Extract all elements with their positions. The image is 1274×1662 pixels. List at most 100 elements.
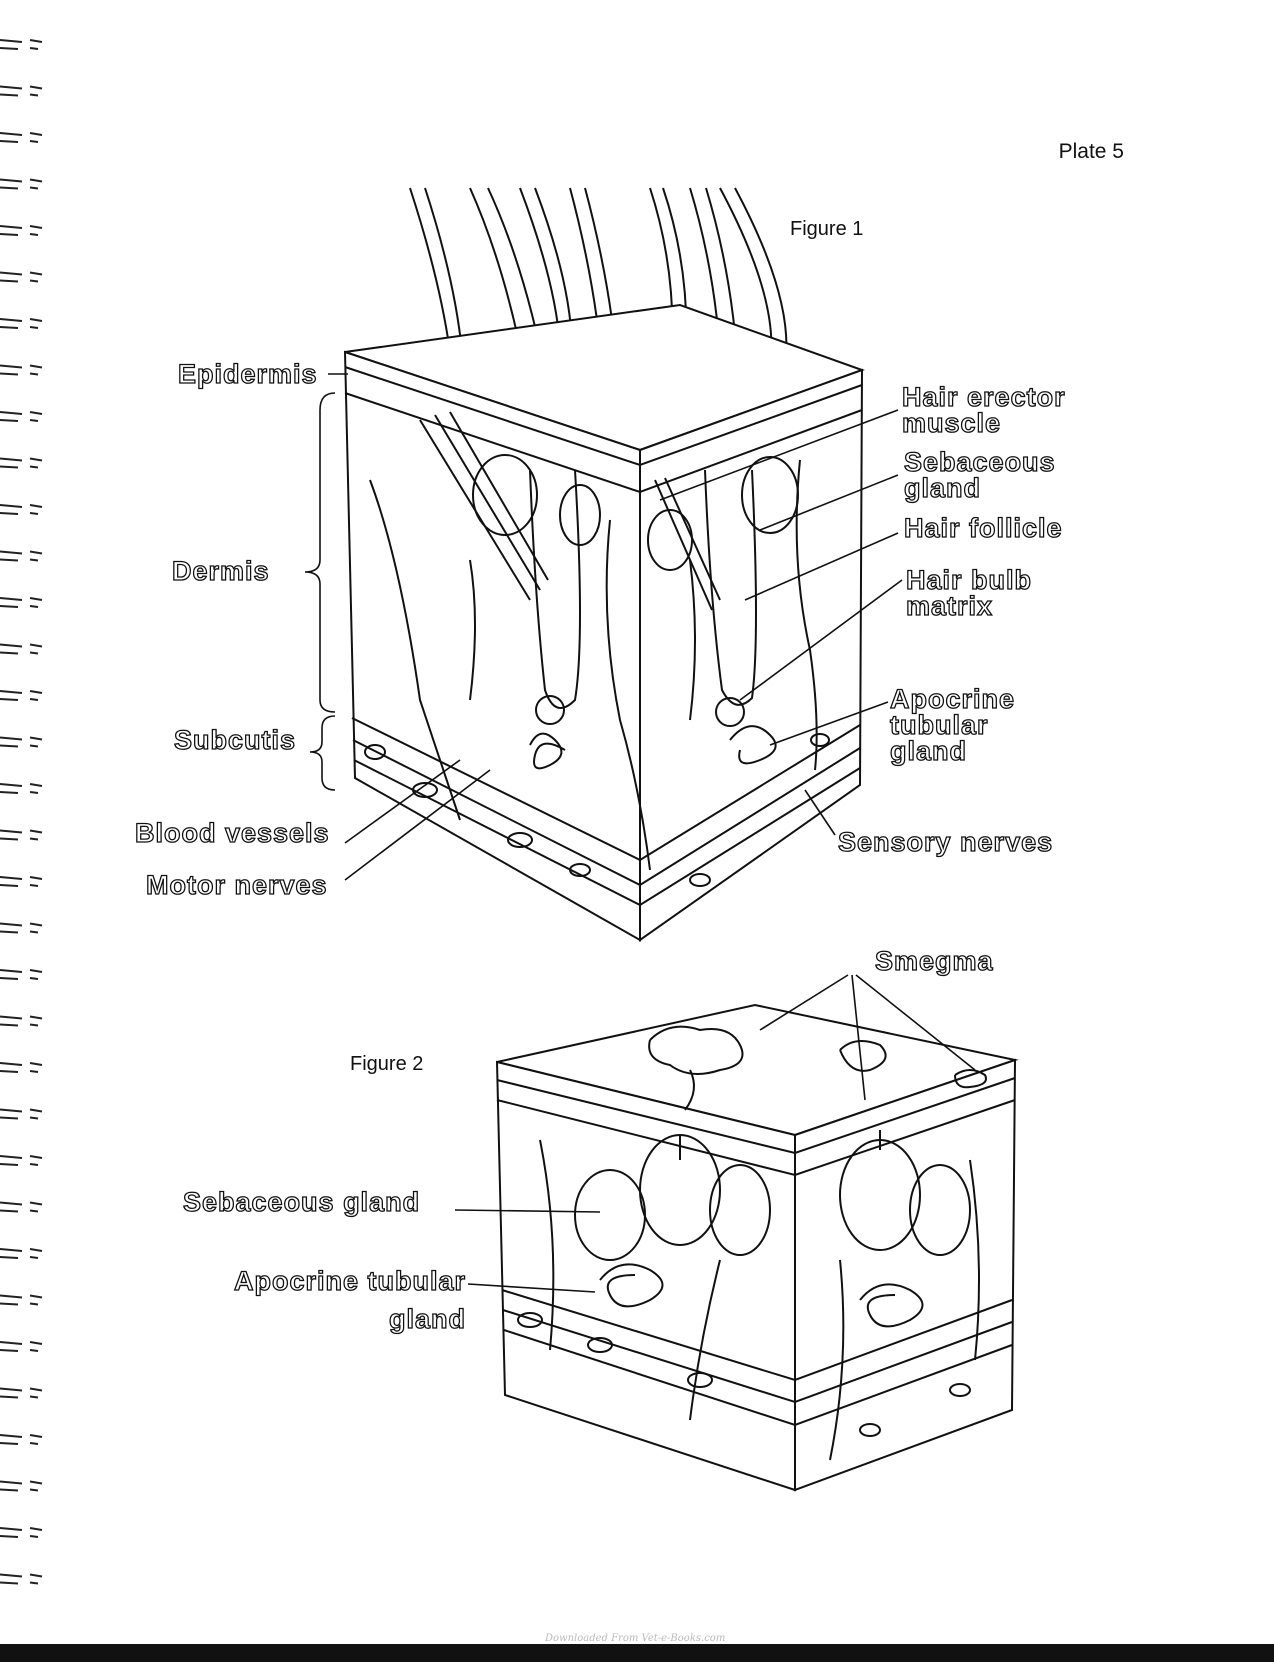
figure1-skin-block bbox=[345, 188, 862, 940]
binding-tick bbox=[0, 505, 22, 507]
binding-tick bbox=[0, 1490, 18, 1491]
binding-tick bbox=[0, 1528, 22, 1530]
label-sebaceous-gland-fig2: Sebaceous gland bbox=[183, 1189, 420, 1215]
binding-tick bbox=[30, 1156, 42, 1158]
binding-tick bbox=[30, 877, 42, 879]
label-motor-nerves: Motor nerves bbox=[146, 872, 328, 898]
binding-tick bbox=[0, 1575, 22, 1577]
binding-tick bbox=[30, 699, 38, 700]
binding-tick bbox=[30, 1443, 38, 1444]
binding-tick bbox=[0, 1536, 18, 1537]
binding-tick bbox=[30, 366, 42, 368]
binding-tick bbox=[0, 180, 22, 182]
binding-tick bbox=[30, 1389, 42, 1391]
binding-tick bbox=[0, 792, 18, 793]
binding-tick bbox=[0, 978, 18, 979]
label-apocrine-tubular-gland-fig2: Apocrine tubular gland bbox=[200, 1268, 466, 1332]
binding-tick bbox=[30, 1304, 38, 1305]
label-apocrine-fig2-line2: gland bbox=[200, 1306, 466, 1332]
label-blood-vessels: Blood vessels bbox=[135, 820, 330, 846]
binding-tick bbox=[0, 1118, 18, 1119]
binding-tick bbox=[0, 1110, 22, 1112]
binding-tick bbox=[30, 738, 42, 740]
footer-bar bbox=[0, 1644, 1274, 1662]
binding-tick bbox=[30, 1017, 42, 1019]
binding-tick bbox=[0, 188, 18, 189]
binding-tick bbox=[0, 1304, 18, 1305]
binding-tick bbox=[30, 319, 42, 321]
binding-tick bbox=[0, 1583, 18, 1584]
binding-tick bbox=[0, 133, 22, 135]
binding-tick bbox=[0, 645, 22, 647]
binding-tick bbox=[30, 839, 38, 840]
binding-tick bbox=[0, 1071, 18, 1072]
binding-tick bbox=[30, 420, 38, 421]
label-apocrine-line2: tubular bbox=[890, 712, 1015, 738]
binding-tick bbox=[0, 1482, 22, 1484]
binding-tick bbox=[0, 839, 18, 840]
binding-tick bbox=[30, 1490, 38, 1491]
binding-tick bbox=[0, 273, 22, 275]
binding-tick bbox=[30, 1110, 42, 1112]
label-sebaceous-line2: gland bbox=[904, 475, 1056, 501]
binding-tick bbox=[0, 1397, 18, 1398]
binding-tick bbox=[0, 412, 22, 414]
binding-tick bbox=[0, 141, 18, 142]
binding-tick bbox=[0, 1435, 22, 1437]
binding-tick bbox=[30, 1342, 42, 1344]
binding-tick bbox=[30, 598, 42, 600]
binding-tick bbox=[0, 459, 22, 461]
binding-tick bbox=[30, 1249, 42, 1251]
binding-tick bbox=[0, 784, 22, 786]
figure1-label: Figure 1 bbox=[790, 218, 863, 241]
binding-tick bbox=[0, 327, 18, 328]
spiral-binding bbox=[0, 40, 42, 1584]
binding-tick bbox=[0, 1025, 18, 1026]
binding-tick bbox=[30, 226, 42, 228]
binding-tick bbox=[30, 1435, 42, 1437]
binding-tick bbox=[0, 1156, 22, 1158]
binding-tick bbox=[30, 327, 38, 328]
binding-tick bbox=[0, 87, 22, 89]
binding-tick bbox=[30, 459, 42, 461]
binding-tick bbox=[0, 1063, 22, 1065]
binding-tick bbox=[30, 281, 38, 282]
binding-tick bbox=[30, 792, 38, 793]
binding-tick bbox=[30, 133, 42, 135]
binding-tick bbox=[30, 978, 38, 979]
binding-tick bbox=[30, 560, 38, 561]
binding-tick bbox=[30, 1528, 42, 1530]
binding-tick bbox=[30, 653, 38, 654]
binding-tick bbox=[0, 1203, 22, 1205]
binding-tick bbox=[30, 784, 42, 786]
label-hair-bulb-line2: matrix bbox=[906, 593, 1032, 619]
label-sensory-nerves: Sensory nerves bbox=[838, 829, 1053, 855]
figure2-label: Figure 2 bbox=[350, 1053, 423, 1076]
binding-tick bbox=[30, 1583, 38, 1584]
binding-tick bbox=[0, 924, 22, 926]
binding-tick bbox=[0, 598, 22, 600]
binding-tick bbox=[0, 420, 18, 421]
binding-tick bbox=[30, 1536, 38, 1537]
binding-tick bbox=[30, 48, 38, 49]
label-sebaceous-line1: Sebaceous bbox=[904, 449, 1056, 475]
binding-tick bbox=[30, 87, 42, 89]
binding-tick bbox=[30, 141, 38, 142]
binding-tick bbox=[30, 645, 42, 647]
binding-tick bbox=[0, 691, 22, 693]
binding-tick bbox=[0, 932, 18, 933]
label-sebaceous-gland-fig1: Sebaceous gland bbox=[904, 449, 1056, 501]
binding-tick bbox=[0, 234, 18, 235]
binding-tick bbox=[30, 932, 38, 933]
binding-tick bbox=[30, 374, 38, 375]
binding-tick bbox=[30, 831, 42, 833]
binding-tick bbox=[30, 970, 42, 972]
binding-tick bbox=[30, 40, 42, 42]
binding-tick bbox=[30, 273, 42, 275]
binding-tick bbox=[0, 1342, 22, 1344]
binding-tick bbox=[0, 281, 18, 282]
binding-tick bbox=[0, 319, 22, 321]
footer-watermark: Downloaded From Vet-e-Books.com bbox=[545, 1633, 725, 1644]
label-hair-erector-line2: muscle bbox=[902, 410, 1066, 436]
